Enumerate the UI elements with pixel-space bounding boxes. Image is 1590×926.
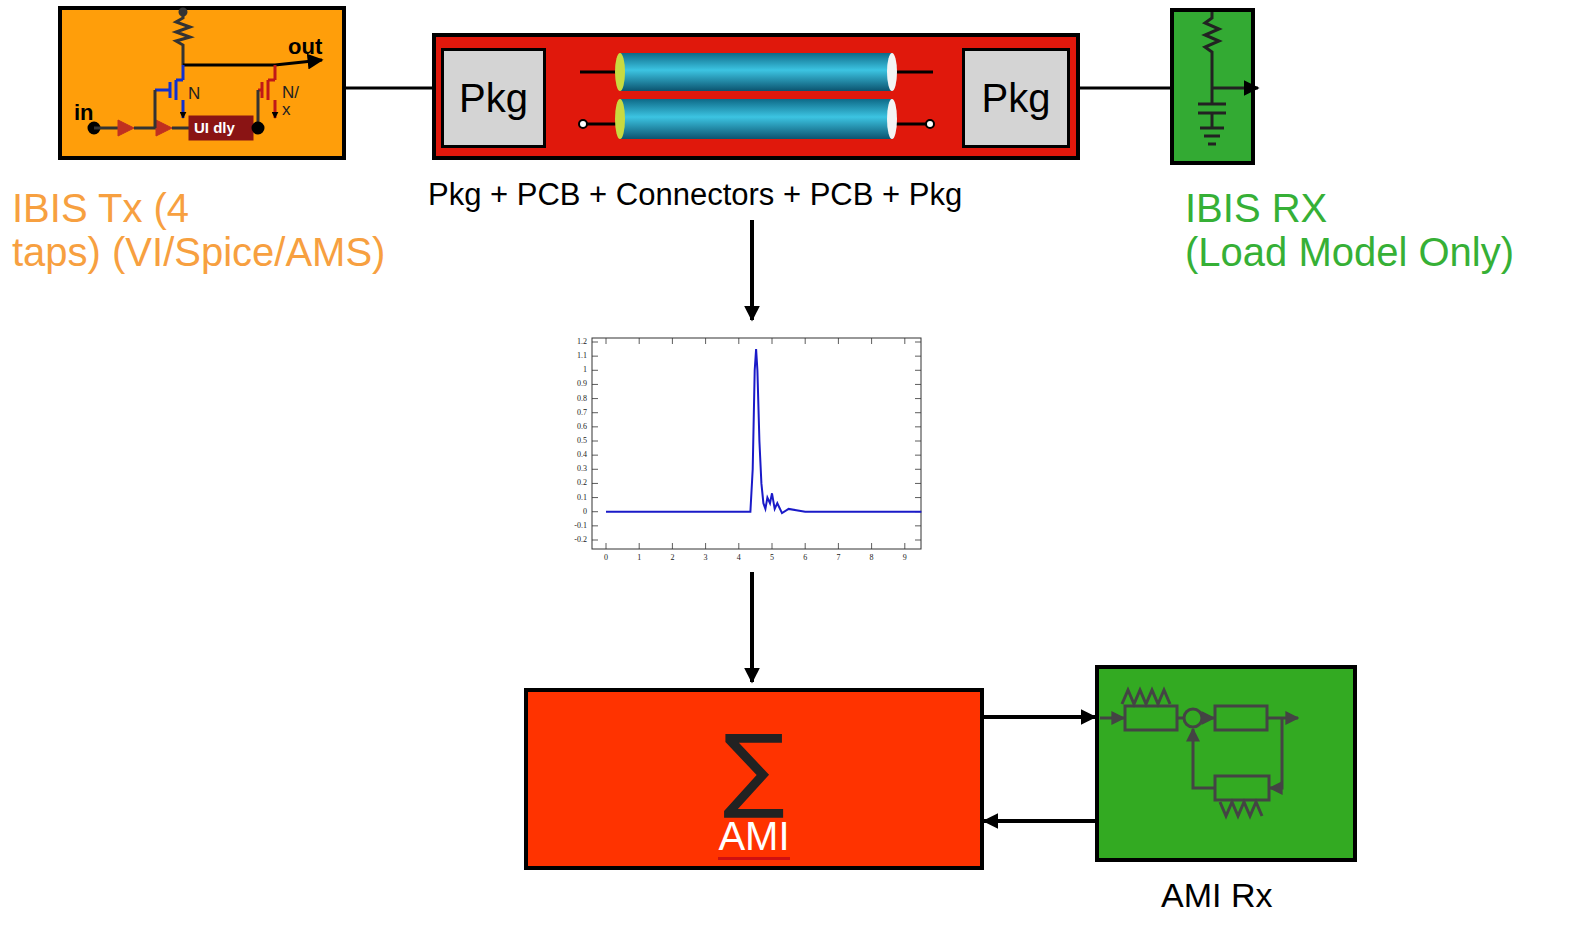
axis-tick: 0	[604, 553, 608, 563]
signal-label: in	[74, 100, 94, 126]
signal-label: UI dly	[194, 119, 235, 137]
box-caption: IBIS RX (Load Model Only)	[1185, 186, 1514, 274]
box-label: Pkg	[459, 74, 528, 122]
axis-tick: 1.1	[577, 351, 587, 361]
signal-label: N	[188, 84, 200, 104]
diagram-box: Pkg	[441, 48, 546, 148]
axis-tick: 4	[737, 553, 741, 563]
transmission-line	[579, 53, 934, 139]
axis-tick: 3	[704, 553, 708, 563]
box-caption: IBIS Tx (4 taps) (VI/Spice/AMS)	[12, 186, 385, 274]
diagram-box: Pkg	[962, 48, 1070, 148]
axis-tick: 8	[870, 553, 874, 563]
flow-arrow	[750, 572, 754, 682]
axis-tick: 1	[583, 365, 587, 375]
box-caption: AMI Rx	[1161, 875, 1272, 916]
axis-tick: 0.8	[577, 394, 587, 404]
axis-tick: 2	[670, 553, 674, 563]
axis-tick: 6	[803, 553, 807, 563]
axis-tick: 0.1	[577, 493, 587, 503]
axis-tick: 0	[583, 507, 587, 517]
axis-tick: 5	[770, 553, 774, 563]
tx-schematic	[89, 9, 322, 139]
diagram-box: ∑AMI	[524, 688, 984, 870]
axis-tick: -0.1	[574, 521, 587, 531]
diagram-box: AMI Rx	[1095, 665, 1357, 862]
axis-tick: 0.6	[577, 422, 587, 432]
sigma-symbol: ∑	[723, 723, 785, 815]
box-label: Pkg	[982, 74, 1051, 122]
flow-arrow	[984, 819, 1095, 823]
box-label: AMI	[718, 815, 789, 860]
axis-tick: 1	[637, 553, 641, 563]
axis-tick: 1.2	[577, 337, 587, 347]
axis-tick: 0.3	[577, 464, 587, 474]
signal-label: out	[288, 34, 322, 60]
axis-tick: 0.4	[577, 450, 587, 460]
flow-arrow	[984, 715, 1095, 719]
box-caption: Pkg + PCB + Connectors + PCB + Pkg	[428, 176, 962, 213]
rx-load-symbol	[1198, 12, 1258, 144]
axis-tick: 0.9	[577, 379, 587, 389]
axis-tick: 0.7	[577, 408, 587, 418]
axis-tick: 0.2	[577, 478, 587, 488]
axis-tick: 0.5	[577, 436, 587, 446]
impulse-plot	[592, 338, 921, 549]
axis-tick: 7	[836, 553, 840, 563]
ami-rx-blocks	[1100, 690, 1298, 816]
signal-label: N/ x	[282, 84, 299, 118]
axis-tick: -0.2	[574, 535, 587, 545]
axis-tick: 9	[903, 553, 907, 563]
flow-arrow	[750, 220, 754, 320]
diagram-box: Pkg + PCB + Connectors + PCB + PkgPkgPkg	[432, 33, 1080, 160]
